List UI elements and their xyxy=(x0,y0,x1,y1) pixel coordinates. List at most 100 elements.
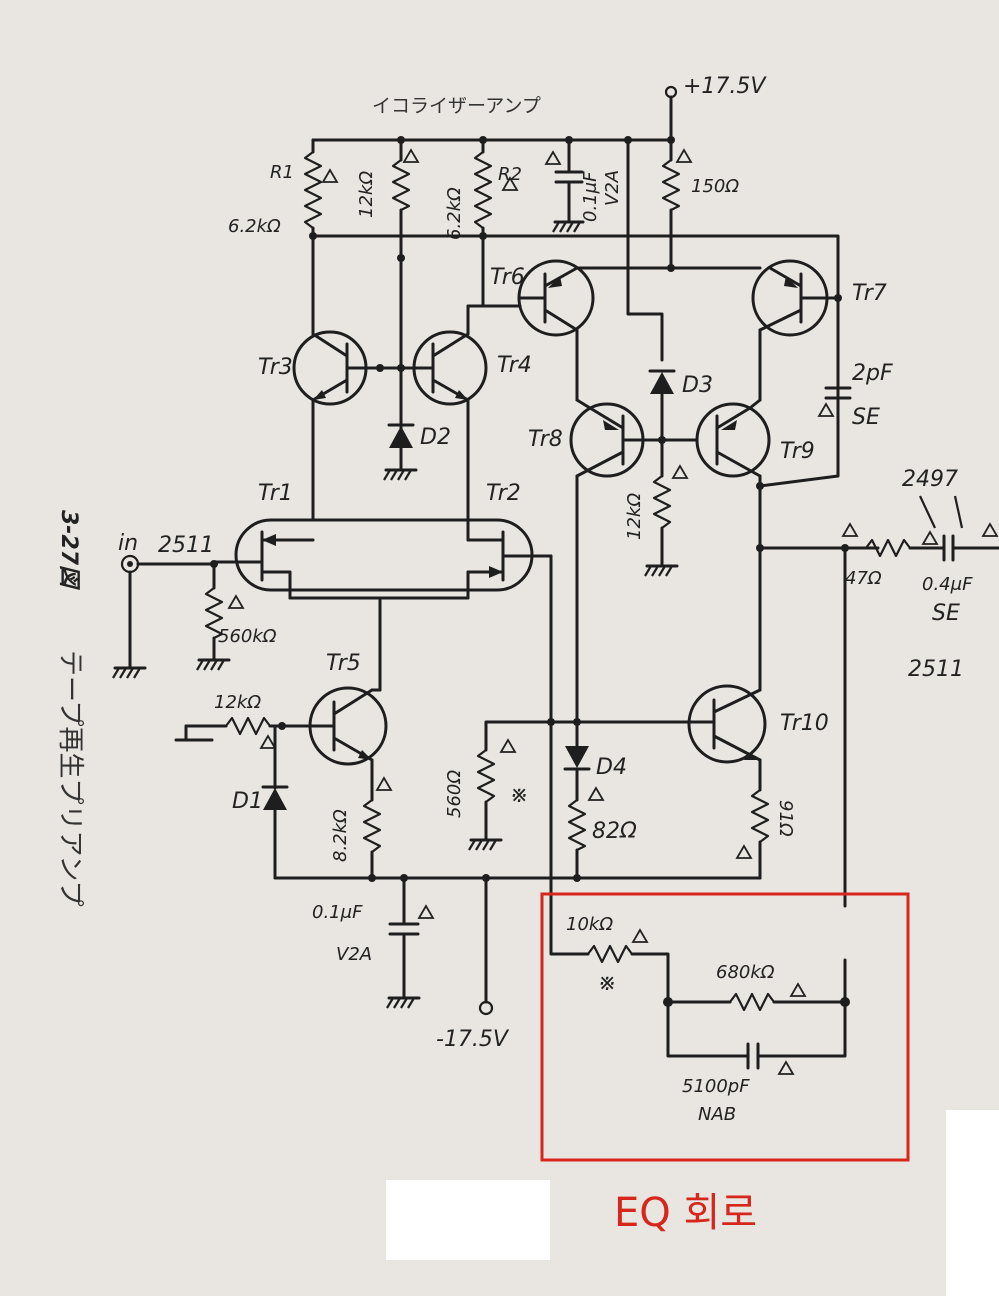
diode-d4 xyxy=(563,720,591,802)
triangle-mark xyxy=(544,150,562,165)
c-out-value: 0.4μF xyxy=(922,574,973,595)
r2-label: R2 xyxy=(498,164,522,185)
tr7-label: Tr7 xyxy=(852,281,887,306)
wire xyxy=(626,138,664,362)
input-label: in xyxy=(118,531,138,556)
triangle-mark xyxy=(587,786,605,801)
transistor-tr10 xyxy=(686,684,767,764)
r-12k-mid-value: 12kΩ xyxy=(624,493,645,540)
triangle-mark xyxy=(981,522,999,537)
output-coupling-type: 2497 xyxy=(902,467,958,492)
triangle-mark xyxy=(631,928,649,943)
transistor-tr2 xyxy=(466,530,553,582)
white-patch xyxy=(386,1180,550,1260)
c-bottom-rating: V2A xyxy=(336,944,372,965)
r-12k-bias-value: 12kΩ xyxy=(214,692,261,713)
resistor-47 xyxy=(865,534,999,562)
c-out-type: SE xyxy=(932,601,960,626)
matched-pair-outline xyxy=(234,518,534,592)
eq-r-10k-mark: ※ xyxy=(598,971,616,996)
transistor-tr1 xyxy=(212,530,315,600)
triangle-mark xyxy=(417,904,435,919)
triangle-mark xyxy=(259,734,277,749)
r-12k-top-value: 12kΩ xyxy=(356,171,377,218)
transistor-tr6 xyxy=(517,259,595,337)
tr3-label: Tr3 xyxy=(258,355,293,380)
eq-network xyxy=(549,878,850,1070)
d1-label: D1 xyxy=(232,789,263,814)
resistor-560k xyxy=(196,562,231,671)
resistor-r2 xyxy=(473,138,493,308)
transistor-tr7 xyxy=(751,259,840,337)
input-terminal xyxy=(112,554,216,679)
triangle-mark xyxy=(499,738,517,753)
r-560-mark: ※ xyxy=(510,783,528,808)
resistor-560 xyxy=(468,720,553,851)
wire xyxy=(748,398,762,410)
white-patch xyxy=(946,1110,999,1296)
diode-d3 xyxy=(648,369,676,442)
tr1-label: Tr1 xyxy=(258,481,293,506)
transistor-tr3 xyxy=(292,330,382,406)
c-top-rating: V2A xyxy=(602,170,623,206)
negative-terminal xyxy=(478,1000,494,1016)
eq-r-10k-value: 10kΩ xyxy=(566,914,613,935)
output-transistor-type: 2511 xyxy=(908,657,964,682)
r-47-value: 47Ω xyxy=(845,568,882,589)
r-150-value: 150Ω xyxy=(691,176,739,197)
resistor-150 xyxy=(661,138,681,270)
r2-value: 6.2kΩ xyxy=(444,187,465,240)
transistor-tr9 xyxy=(695,402,771,478)
c-bottom-value: 0.1μF xyxy=(312,902,363,923)
figure-caption: テープ再生プリアンプ xyxy=(55,650,85,907)
r-91-value: 91Ω xyxy=(775,800,796,837)
tr10-label: Tr10 xyxy=(780,711,829,736)
diode-d1 xyxy=(261,724,289,880)
resistor-82 xyxy=(567,799,587,880)
triangle-mark xyxy=(402,148,420,163)
eq-r-680k-value: 680kΩ xyxy=(716,962,775,983)
c-top-value: 0.1μF xyxy=(580,171,601,222)
equalizer-amp-title: イコライザーアンプ xyxy=(372,95,541,117)
transistor-tr5 xyxy=(280,686,388,766)
c-2p-type: SE xyxy=(852,405,880,430)
diode-d2 xyxy=(383,423,418,481)
transistor-tr8 xyxy=(569,402,699,478)
d4-label: D4 xyxy=(596,755,627,780)
triangle-mark xyxy=(777,1060,795,1075)
transistor-tr4 xyxy=(378,330,488,406)
triangle-mark xyxy=(501,176,519,191)
figure-number: 3-27図 xyxy=(56,510,81,591)
tr4-label: Tr4 xyxy=(497,353,532,378)
triangle-mark xyxy=(227,594,245,609)
triangle-mark xyxy=(921,530,939,545)
triangle-mark xyxy=(671,464,689,479)
tr6-label: Tr6 xyxy=(490,265,525,290)
negative-supply-label: -17.5V xyxy=(436,1027,510,1052)
r-560k-value: 560kΩ xyxy=(218,626,277,647)
d2-label: D2 xyxy=(420,425,451,450)
triangle-mark xyxy=(817,402,835,417)
wire xyxy=(575,398,592,410)
triangle-mark xyxy=(735,844,753,859)
triangle-mark xyxy=(321,168,339,183)
r-560-value: 560Ω xyxy=(444,770,465,818)
tr5-label: Tr5 xyxy=(326,651,361,676)
r-8-2k-value: 8.2kΩ xyxy=(330,809,351,862)
arrow xyxy=(953,495,964,529)
d3-label: D3 xyxy=(682,373,713,398)
triangle-mark xyxy=(789,982,807,997)
eq-highlight-box xyxy=(540,892,910,1162)
c-2p-value: 2pF xyxy=(852,361,893,386)
r-82-value: 82Ω xyxy=(592,819,637,844)
r1-value: 6.2kΩ xyxy=(228,216,281,237)
arrow xyxy=(919,495,936,529)
capacitor-2pf xyxy=(824,386,852,400)
eq-c-5100p-value: 5100pF xyxy=(682,1076,750,1097)
eq-highlight-label: EQ 회로 xyxy=(614,1190,757,1236)
tr8-label: Tr8 xyxy=(528,427,563,452)
tr9-label: Tr9 xyxy=(780,439,815,464)
triangle-mark xyxy=(675,148,693,163)
